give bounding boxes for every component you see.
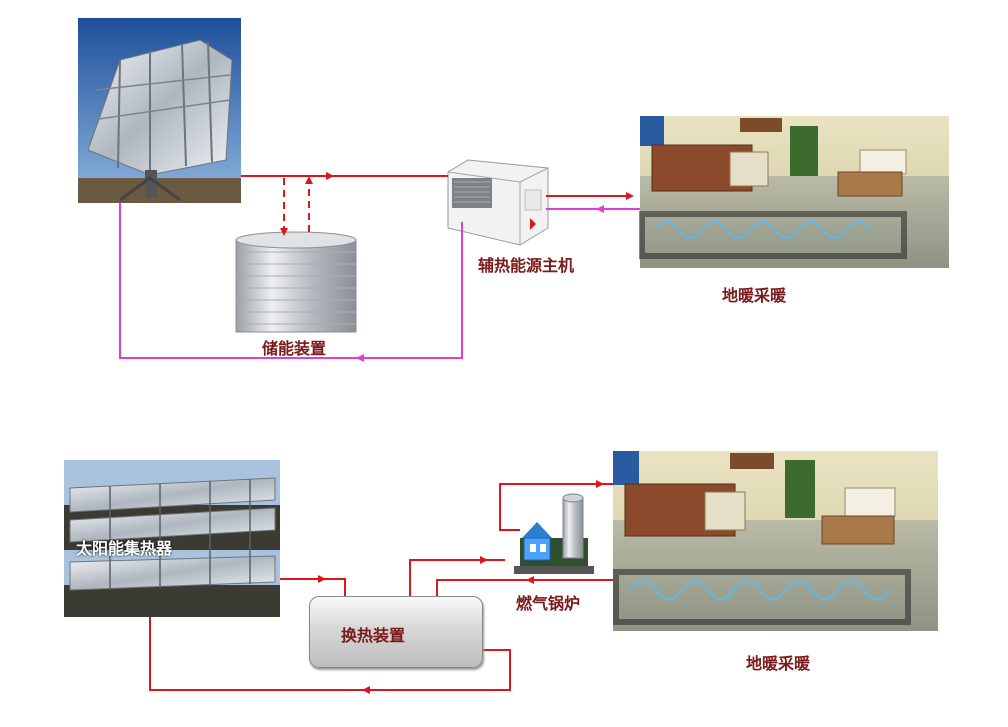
- floor-heating-room-icon: [613, 451, 938, 631]
- collector-label: 太阳能集热器: [76, 539, 173, 558]
- gas-boiler-icon: [514, 493, 594, 574]
- floor-heating-room-icon: [639, 116, 949, 268]
- floor-heating-label-top: 地暖采暖: [722, 286, 787, 305]
- heat-exchanger-label: 换热装置: [341, 626, 406, 645]
- solar-collector-array-icon: [64, 460, 280, 617]
- solar-concentrator-icon: [78, 18, 241, 203]
- aux-host-label: 辅热能源主机: [478, 256, 575, 275]
- boiler-label: 燃气锅炉: [516, 594, 581, 613]
- storage-tank-icon: [235, 231, 357, 333]
- heat-pump-unit-icon: [447, 159, 549, 246]
- storage-label: 储能装置: [262, 339, 327, 358]
- floor-heating-label-bottom: 地暖采暖: [746, 654, 811, 673]
- heat-exchanger-box: [309, 596, 483, 668]
